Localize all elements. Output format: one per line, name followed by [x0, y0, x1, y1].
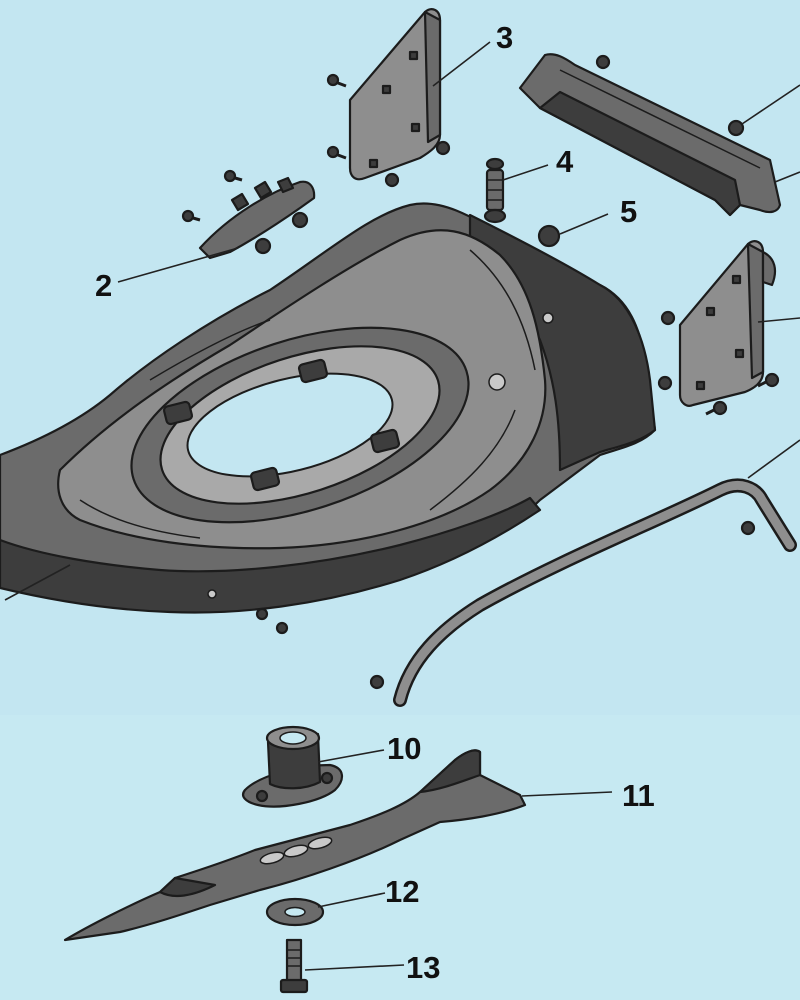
bracket-nut [384, 172, 400, 188]
leader-line-4 [502, 164, 549, 181]
mower-deck[interactable] [0, 202, 657, 614]
deck-screw [255, 607, 269, 621]
rear-bracket-right[interactable] [657, 240, 780, 416]
deck-screw [275, 621, 289, 635]
leader-line-13 [304, 964, 405, 971]
bracket-screw [326, 145, 347, 160]
leader-line-11 [521, 791, 613, 797]
lower-panel-background [0, 715, 800, 1000]
leader-line-10 [317, 749, 385, 763]
flap-screw [181, 209, 201, 223]
bracket-screw [326, 73, 347, 88]
leader-line-deck [4, 564, 71, 601]
rear-nut[interactable] [537, 224, 561, 248]
leader-line-5 [559, 213, 609, 235]
callout-12: 12 [385, 874, 419, 909]
leader-line-holder [774, 171, 800, 183]
blade-bolt[interactable] [279, 938, 309, 994]
height-spring[interactable] [483, 157, 507, 224]
leader-line-bracket-right [757, 317, 800, 323]
washer[interactable] [265, 897, 325, 927]
leader-line-holder-clip [741, 84, 800, 125]
callout-10: 10 [387, 731, 421, 766]
callout-13: 13 [406, 950, 440, 985]
rear-bracket-left[interactable] [326, 8, 451, 188]
deck-blade-opening [186, 372, 394, 478]
rear-axle-holder[interactable] [518, 53, 782, 217]
bracket-screw [705, 400, 728, 416]
callout-5: 5 [620, 194, 637, 229]
front-axle-rod[interactable] [369, 478, 797, 707]
side-flap[interactable] [181, 169, 316, 260]
leader-line-rod [747, 439, 800, 479]
bracket-screw [757, 372, 780, 388]
callout-4: 4 [556, 144, 574, 179]
leader-line-2 [117, 247, 239, 283]
callout-2: 2 [95, 268, 112, 303]
leader-line-3 [432, 41, 491, 87]
callout-11: 11 [622, 778, 655, 813]
callout-3: 3 [496, 20, 513, 55]
blade[interactable] [63, 749, 527, 942]
flap-screw [223, 169, 243, 183]
leader-line-12 [317, 892, 386, 908]
blade-adapter[interactable] [242, 725, 343, 808]
bracket-nut [435, 140, 451, 156]
